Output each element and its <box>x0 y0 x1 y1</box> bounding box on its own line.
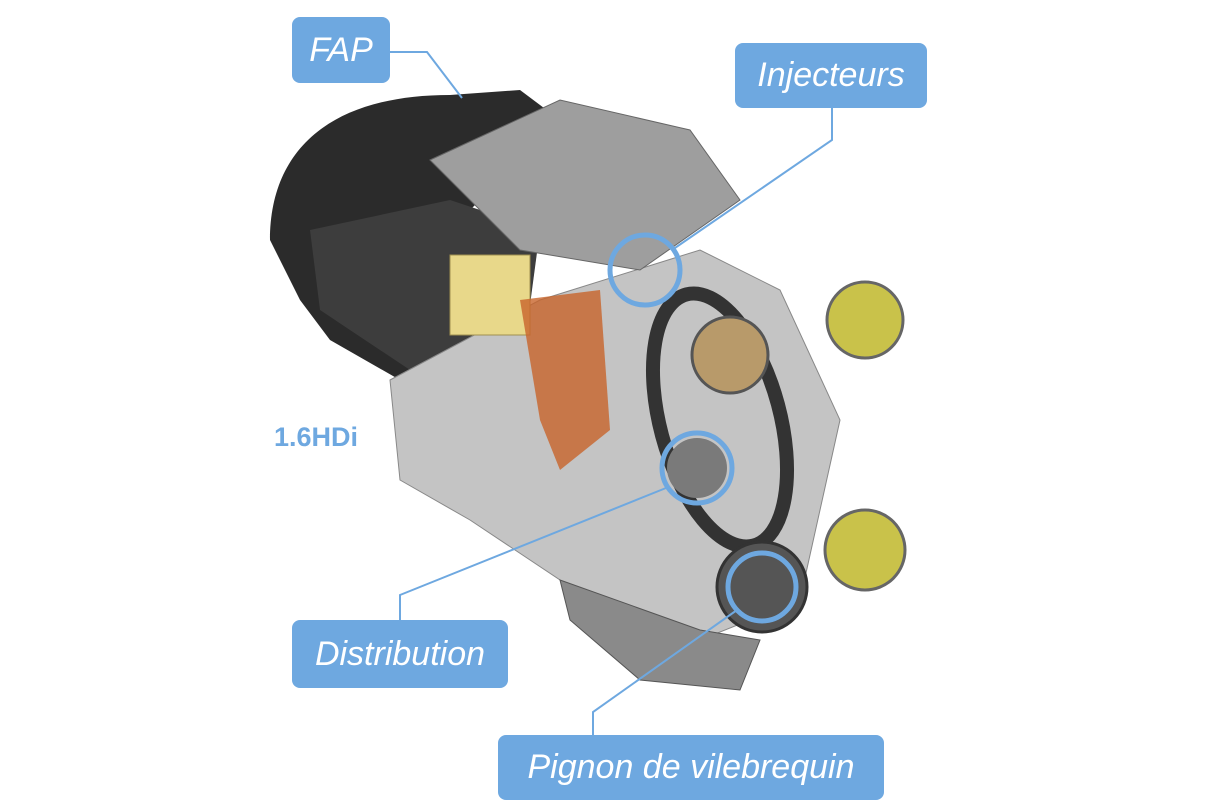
distribution-label: Distribution <box>292 620 508 688</box>
injecteurs-highlight <box>607 232 683 308</box>
engine-model-label: 1.6HDi <box>274 422 359 452</box>
tensioner <box>667 438 727 498</box>
injecteurs-leader-line <box>671 108 833 251</box>
fap-leader-line <box>390 51 463 99</box>
pignon-label: Pignon de vilebrequin <box>498 735 884 800</box>
cylinder-section <box>520 290 610 470</box>
distribution-leader-line <box>399 487 667 620</box>
oil-pan <box>559 579 761 691</box>
pignon-highlight <box>725 550 799 624</box>
injecteurs-label: Injecteurs <box>735 43 927 108</box>
camshaft-pulley <box>690 315 770 395</box>
engine-cover <box>429 99 741 271</box>
accessory-pulley <box>825 280 905 360</box>
fap-label: FAP <box>292 17 390 83</box>
pignon-leader-line <box>592 609 738 735</box>
distribution-highlight <box>659 430 735 506</box>
ac-pulley <box>823 508 907 592</box>
yellow-component <box>449 254 531 336</box>
